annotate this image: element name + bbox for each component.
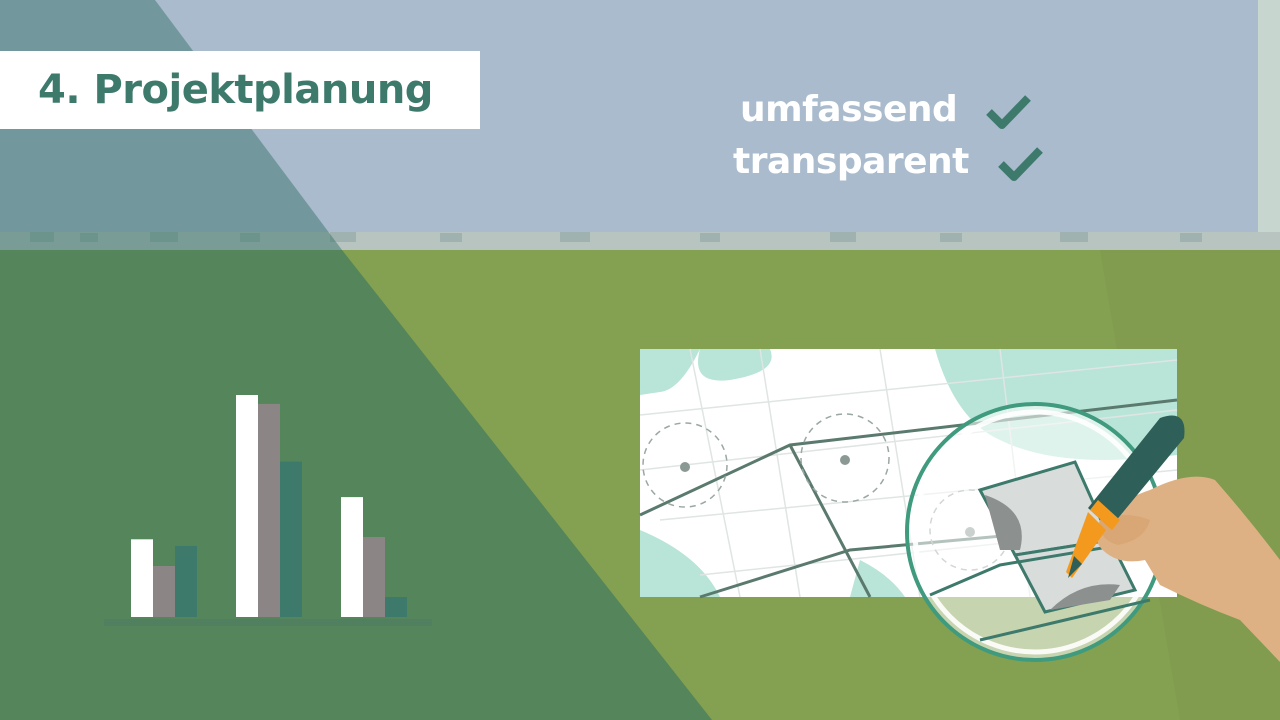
hand-with-pen bbox=[1066, 415, 1280, 662]
chart-baseline bbox=[104, 619, 432, 626]
chart-bar bbox=[363, 537, 385, 617]
chart-bar bbox=[131, 539, 153, 617]
chart-bar bbox=[153, 565, 175, 617]
chart-bar bbox=[258, 403, 280, 617]
chart-bar bbox=[280, 461, 302, 617]
checklist-item: transparent bbox=[730, 136, 1050, 188]
pen-body bbox=[1088, 415, 1185, 528]
checkmark-icon bbox=[986, 95, 1031, 129]
checklist-item-label: transparent bbox=[733, 141, 969, 182]
title-banner: 4. Projektplanung bbox=[0, 51, 480, 129]
checklist-item-label: umfassend bbox=[740, 89, 958, 130]
map-green-area-left bbox=[640, 349, 700, 395]
checklist: umfassend transparent bbox=[730, 84, 1050, 188]
checkmark-icon bbox=[998, 147, 1043, 181]
map-green-area-top bbox=[640, 349, 772, 381]
pen-band bbox=[1090, 500, 1120, 530]
magnifier bbox=[905, 402, 1165, 662]
chart-bar bbox=[341, 497, 363, 617]
sky-right-edge bbox=[1258, 0, 1280, 246]
horizon-blocks bbox=[30, 232, 1202, 242]
page-title: 4. Projektplanung bbox=[38, 67, 433, 113]
chart-bar bbox=[175, 545, 197, 617]
checklist-item: umfassend bbox=[730, 84, 1050, 136]
pen-nib-tip bbox=[1068, 556, 1082, 578]
map-green-area-bottom bbox=[640, 530, 720, 597]
magnified-roads bbox=[929, 538, 1151, 642]
chart-bar bbox=[236, 395, 258, 617]
magnified-gray-shape-2 bbox=[1050, 584, 1120, 610]
chart-bar bbox=[385, 597, 407, 617]
magnified-gray-shape bbox=[985, 495, 1022, 550]
bar-chart bbox=[104, 395, 432, 626]
